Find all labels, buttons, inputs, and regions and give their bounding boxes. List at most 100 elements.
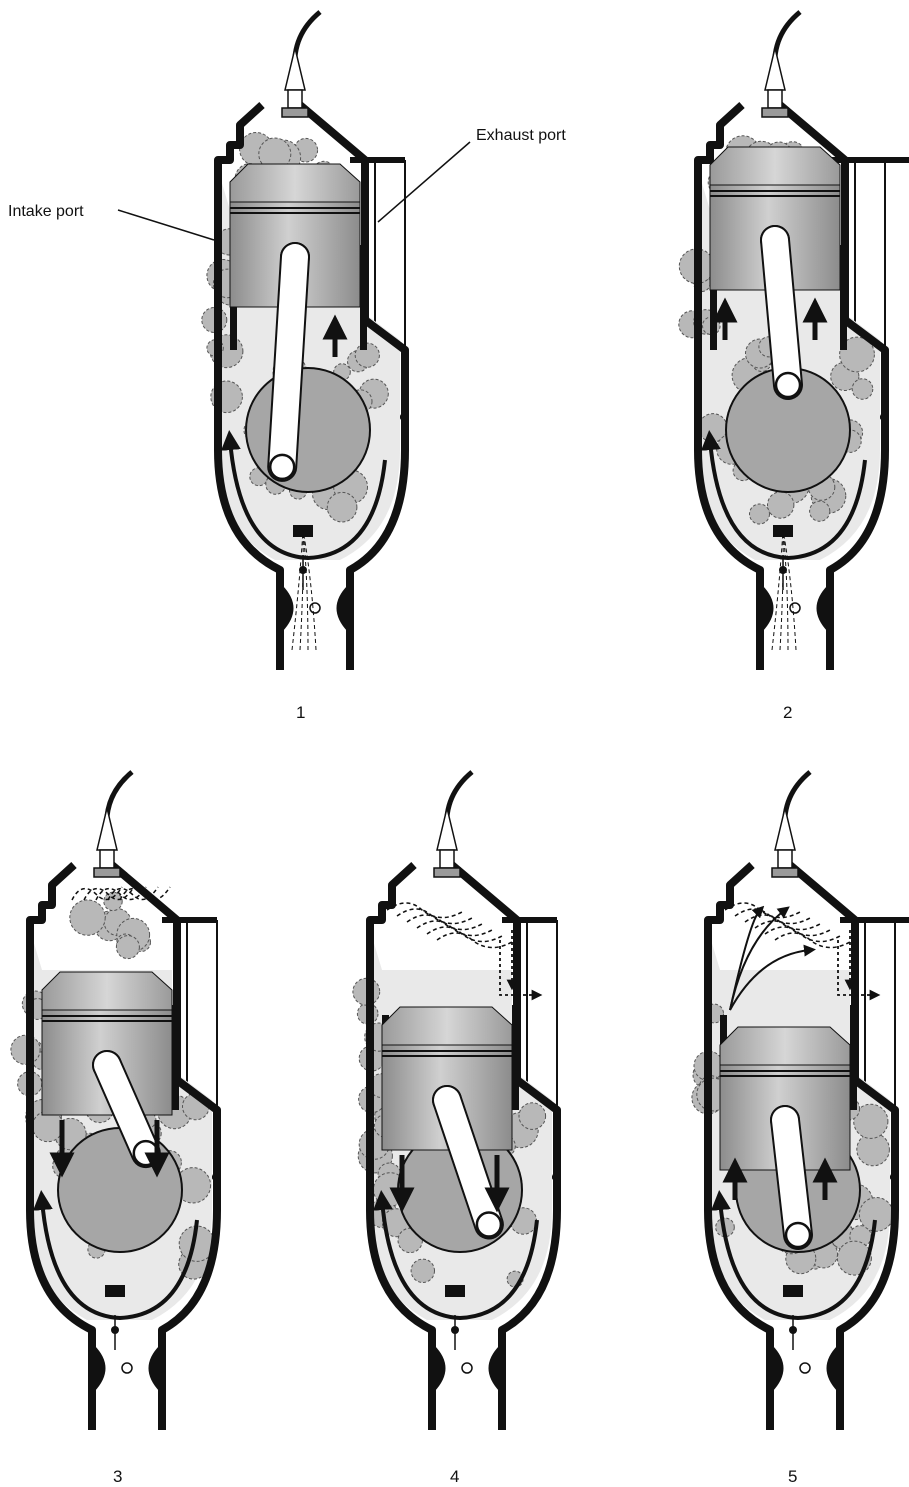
burnt-gas-flow bbox=[426, 926, 503, 943]
fuel-mixture-bubble bbox=[809, 500, 831, 522]
piston-crown bbox=[41, 971, 173, 1011]
stage-number-4: 4 bbox=[450, 1467, 459, 1486]
intake-flow bbox=[782, 529, 789, 651]
connecting-rod bbox=[269, 244, 308, 480]
combustion-flame bbox=[119, 886, 171, 901]
rotation-arrow bbox=[32, 1190, 199, 1321]
fuel-mixture-bubble bbox=[326, 491, 358, 523]
spark-plug-nut bbox=[761, 107, 789, 118]
fuel-mixture-bubble bbox=[258, 137, 292, 171]
spark-plug-body bbox=[777, 849, 793, 869]
spark-plug-nut bbox=[433, 867, 461, 878]
fuel-mixture-bubble bbox=[839, 336, 875, 373]
engine-casing bbox=[214, 101, 409, 670]
stage-number-5: 5 bbox=[788, 1467, 797, 1486]
fuel-mixture-bubble bbox=[69, 899, 106, 936]
fuel-jet bbox=[789, 602, 801, 614]
spark-plug-boot bbox=[436, 807, 458, 851]
piston-crown bbox=[381, 1006, 513, 1046]
spark-plug-body bbox=[439, 849, 455, 869]
engine-casing bbox=[26, 861, 221, 1430]
intake-flow bbox=[782, 529, 797, 651]
burnt-gas-flow bbox=[764, 926, 841, 943]
burnt-gas-flow bbox=[754, 920, 831, 937]
venturi-left bbox=[94, 1345, 106, 1392]
combustion-flame bbox=[71, 886, 123, 901]
engine-casing bbox=[366, 861, 561, 1430]
venturi-right bbox=[336, 585, 348, 632]
connecting-rod bbox=[434, 1087, 502, 1238]
rotation-arrow bbox=[372, 1190, 539, 1321]
cylinder-wall-right bbox=[840, 245, 847, 350]
spark-plug-boot bbox=[764, 47, 786, 91]
combustion-flame bbox=[95, 886, 147, 901]
connecting-rod bbox=[94, 1052, 159, 1167]
stage-number-1: 1 bbox=[296, 703, 305, 722]
spark-plug-boot bbox=[96, 807, 118, 851]
burnt-gas-flow bbox=[396, 908, 473, 925]
cylinder-wall-right bbox=[172, 1005, 179, 1110]
connecting-rod bbox=[772, 1107, 811, 1248]
intake-flow bbox=[779, 529, 784, 651]
fuel-mixture-bubble bbox=[518, 1102, 547, 1130]
crank-pin bbox=[132, 1139, 160, 1167]
intake-flow bbox=[291, 529, 304, 651]
fuel-mixture-bubble bbox=[853, 1103, 889, 1139]
crank-pin bbox=[774, 371, 802, 399]
spark-plug-boot bbox=[774, 807, 796, 851]
venturi-left bbox=[772, 1345, 784, 1392]
spark-plug-body bbox=[287, 89, 303, 109]
fuel-jet bbox=[461, 1362, 473, 1374]
reed-valve bbox=[105, 1285, 125, 1297]
fuel-mixture-bubble bbox=[32, 1110, 64, 1143]
burnt-gas-flow bbox=[744, 914, 821, 931]
venturi-right bbox=[816, 585, 828, 632]
crank-pin bbox=[475, 1211, 503, 1238]
rotation-arrow bbox=[710, 1190, 877, 1321]
fuel-mixture-bubble bbox=[10, 1034, 41, 1065]
exhaust-flow-arrow bbox=[837, 940, 881, 1001]
fuel-jet bbox=[799, 1362, 811, 1374]
burnt-gas-flow bbox=[774, 932, 851, 949]
intake-port-leader bbox=[117, 209, 215, 241]
reed-valve bbox=[783, 1285, 803, 1297]
burnt-gas-flow bbox=[416, 920, 493, 937]
engine-stage-4 bbox=[352, 770, 561, 1430]
fuel-mixture-bubble bbox=[410, 1258, 436, 1283]
cylinder-wall-right bbox=[850, 1005, 857, 1110]
venturi-right bbox=[826, 1345, 838, 1392]
spark-plug-body bbox=[767, 89, 783, 109]
venturi-left bbox=[434, 1345, 446, 1392]
spark-plug-nut bbox=[93, 867, 121, 878]
spark-plug-nut bbox=[281, 107, 309, 118]
fuel-mixture-bubble bbox=[858, 1197, 894, 1232]
cylinder-wall-right bbox=[512, 1005, 519, 1110]
engine-casing bbox=[694, 101, 889, 670]
venturi-left bbox=[762, 585, 774, 632]
burnt-gas-flow bbox=[436, 932, 513, 949]
crank-pin bbox=[268, 453, 296, 481]
engine-stage-3 bbox=[10, 770, 221, 1430]
engine-casing bbox=[704, 861, 899, 1430]
engine-stage-5 bbox=[691, 770, 909, 1430]
burnt-gas-flow bbox=[386, 902, 463, 919]
fuel-jet bbox=[121, 1362, 133, 1374]
intake-flow bbox=[771, 529, 784, 651]
burnt-gas-flow bbox=[734, 908, 811, 925]
fuel-jet bbox=[309, 602, 321, 614]
crankshaft-disc bbox=[57, 1127, 183, 1253]
intake-flow bbox=[302, 529, 317, 651]
burnt-gas-flow bbox=[406, 914, 483, 931]
fuel-mixture-bubble bbox=[115, 935, 140, 960]
crankshaft-disc bbox=[245, 367, 371, 493]
venturi-left bbox=[282, 585, 294, 632]
fuel-mixture-bubble bbox=[103, 891, 123, 912]
crank-pin bbox=[784, 1221, 812, 1249]
intake-flow bbox=[299, 529, 304, 651]
exhaust-port-leader bbox=[377, 141, 471, 223]
exhaust-flow-arrow bbox=[499, 940, 543, 1001]
reed-valve bbox=[445, 1285, 465, 1297]
piston-crown bbox=[229, 163, 361, 203]
fuel-mixture-bubble bbox=[851, 378, 874, 400]
